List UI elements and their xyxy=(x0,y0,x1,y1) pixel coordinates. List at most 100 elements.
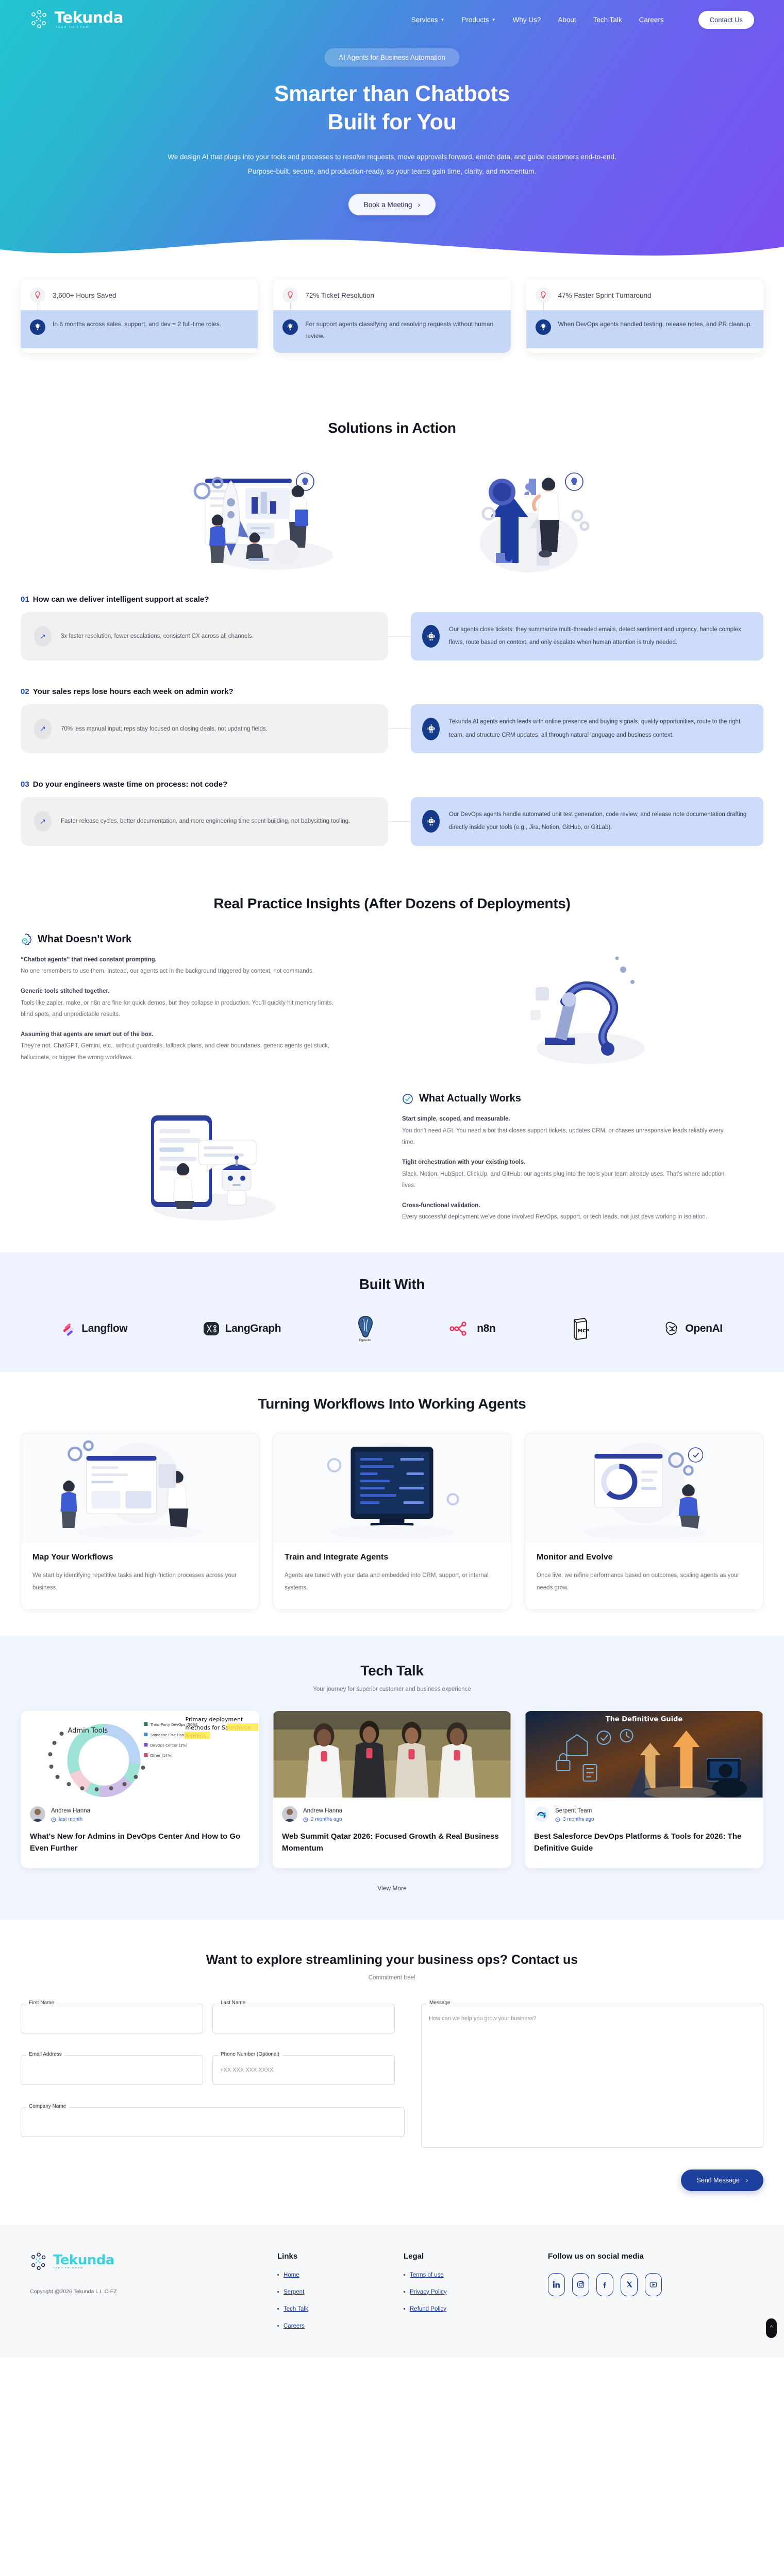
solutions-section: Solutions in Action xyxy=(0,353,784,846)
clock-icon xyxy=(303,1817,308,1822)
workflow-card-image xyxy=(273,1433,511,1543)
solution-outcome-text: Faster release cycles, better documentat… xyxy=(61,818,351,825)
email-input[interactable] xyxy=(21,2055,203,2086)
chevron-up-icon: ^ xyxy=(770,2325,773,2331)
tech-talk-card[interactable]: The Definitive Guide xyxy=(525,1711,763,1868)
send-row: Send Message › xyxy=(21,2148,763,2225)
phone-input[interactable]: +XX XXX XXX XXXX xyxy=(212,2055,395,2086)
stat-card-body: For support agents classifying and resol… xyxy=(273,310,511,353)
solution-outcome-card: ↗ 3x faster resolution, fewer escalation… xyxy=(21,612,388,661)
check-circle-icon xyxy=(402,1093,413,1105)
tech-talk-thumbnail: Admin Tools Third-Party DevOps (56%) Som… xyxy=(21,1711,259,1798)
facebook-icon[interactable] xyxy=(596,2273,613,2296)
instagram-icon[interactable] xyxy=(572,2273,589,2296)
view-more-button[interactable]: View More xyxy=(377,1884,407,1892)
list-item: Tech Talk xyxy=(277,2306,404,2312)
hero-sub-line2: Purpose-built, secure, and production-re… xyxy=(247,167,537,175)
x-icon[interactable] xyxy=(621,2273,638,2296)
nav-item-services[interactable]: Services ▼ xyxy=(411,16,445,24)
footer-social-icons xyxy=(548,2273,754,2296)
stat-description: When DevOps agents handled testing, rele… xyxy=(558,320,752,328)
built-with-section: Built With Langflow xyxy=(0,1252,784,1372)
footer-link-tech-talk[interactable]: Tech Talk xyxy=(283,2306,308,2312)
linkedin-icon[interactable] xyxy=(548,2273,565,2296)
workflow-card[interactable]: Monitor and Evolve Once live, we refine … xyxy=(525,1432,763,1611)
youtube-icon[interactable] xyxy=(645,2273,662,2296)
tech-talk-card[interactable]: Andrew Hanna 2 months ago Web Summit Qat… xyxy=(273,1711,511,1868)
connector-line xyxy=(388,612,411,661)
lightbulb-outline-icon xyxy=(535,287,551,303)
dotted-connector xyxy=(543,303,544,319)
tech-talk-cards: Admin Tools Third-Party DevOps (56%) Som… xyxy=(21,1711,763,1868)
connector-line xyxy=(388,797,411,846)
workflow-card[interactable]: Map Your Workflows We start by identifyi… xyxy=(21,1432,259,1611)
nav-item-careers[interactable]: Careers xyxy=(639,15,664,24)
hero-badge: AI Agents for Business Automation xyxy=(324,48,460,66)
tech-talk-thumbnail xyxy=(273,1711,511,1798)
what-doesnt-work-title: What Doesn't Work xyxy=(38,933,132,945)
pgvector-caption: Pgvector xyxy=(359,1338,372,1342)
tech-talk-author: Andrew Hanna xyxy=(303,1808,343,1815)
footer-brand-name: Tekunda xyxy=(53,2252,114,2268)
solution-question-text: Do your engineers waste time on process:… xyxy=(32,779,228,789)
logo-langgraph: LangGraph xyxy=(203,1321,281,1336)
connector-line xyxy=(388,704,411,753)
nav-item-tech-talk[interactable]: Tech Talk xyxy=(593,15,622,24)
footer-link-terms[interactable]: Terms of use xyxy=(410,2272,444,2278)
bullet-icon xyxy=(277,2274,279,2276)
first-name-input[interactable] xyxy=(21,2003,203,2033)
langgraph-icon xyxy=(203,1321,221,1336)
workflow-card[interactable]: Train and Integrate Agents Agents are tu… xyxy=(273,1432,511,1611)
tech-talk-card[interactable]: Admin Tools Third-Party DevOps (56%) Som… xyxy=(21,1711,259,1868)
brand-logo[interactable]: Tekunda TECH TO GROW xyxy=(30,9,124,30)
illustration-chat-phone xyxy=(151,1115,276,1221)
solution-outcome-text: 3x faster resolution, fewer escalations,… xyxy=(61,633,254,639)
nav-item-about[interactable]: About xyxy=(558,15,576,24)
contact-us-button[interactable]: Contact Us xyxy=(698,10,754,29)
insight-item: Start simple, scoped, and measurable. Yo… xyxy=(402,1114,727,1148)
stat-card: 3,600+ Hours Saved In 6 months across sa… xyxy=(21,279,258,353)
brand-name: Tekunda xyxy=(55,9,124,26)
stat-card-header: 47% Faster Sprint Turnaround xyxy=(526,279,763,310)
message-textarea[interactable]: How can we help you grow your business? xyxy=(421,2003,763,2148)
send-message-button[interactable]: Send Message › xyxy=(681,2169,763,2191)
svg-text:Third-Party DevOps (56%): Third-Party DevOps (56%) xyxy=(150,1723,198,1727)
illustration-train-agents xyxy=(327,1442,459,1539)
book-a-meeting-button[interactable]: Book a Meeting › xyxy=(348,194,436,216)
insight-title: Tight orchestration with your existing t… xyxy=(402,1159,526,1165)
workflow-card-title: Map Your Workflows xyxy=(32,1552,113,1562)
chevron-right-icon: › xyxy=(418,200,421,209)
solution-detail-text: Our agents close tickets: they summarize… xyxy=(449,626,741,646)
footer-link-refund[interactable]: Refund Policy xyxy=(410,2306,446,2312)
stat-card-header: 72% Ticket Resolution xyxy=(273,279,510,310)
footer-link-home[interactable]: Home xyxy=(283,2272,299,2278)
company-input[interactable] xyxy=(21,2107,405,2137)
list-item: Home xyxy=(277,2272,404,2278)
agent-robot-icon xyxy=(422,810,440,833)
nav-item-products[interactable]: Products ▼ xyxy=(461,16,495,24)
footer-link-careers[interactable]: Careers xyxy=(283,2323,305,2329)
hero-wave-decoration xyxy=(0,240,784,262)
footer-link-privacy[interactable]: Privacy Policy xyxy=(410,2289,447,2295)
bullet-icon xyxy=(277,2308,279,2310)
last-name-input[interactable] xyxy=(212,2003,395,2033)
insight-title: “Chatbot agents” that need constant prom… xyxy=(21,956,157,963)
dotted-connector xyxy=(290,303,291,319)
tech-talk-time-label: 3 months ago xyxy=(563,1817,594,1823)
insights-heading: Real Practice Insights (After Dozens of … xyxy=(213,895,571,911)
tech-talk-meta: Andrew Hanna last month xyxy=(21,1798,259,1822)
chevron-right-icon: › xyxy=(745,2176,748,2184)
solutions-illustrations xyxy=(0,460,784,573)
scroll-to-top-button[interactable]: ^ xyxy=(766,2318,777,2338)
built-with-heading: Built With xyxy=(359,1276,425,1292)
contact-form-right: Message How can we help you grow your bu… xyxy=(421,1999,763,2148)
footer-legal-heading: Legal xyxy=(404,2251,424,2261)
workflow-card-title: Train and Integrate Agents xyxy=(285,1552,389,1562)
footer-link-serpent[interactable]: Serpent xyxy=(283,2289,305,2295)
footer-logo[interactable]: Tekunda TECH TO GROW xyxy=(30,2252,277,2272)
trend-up-icon: ↗ xyxy=(34,718,52,739)
nav-item-why-us[interactable]: Why Us? xyxy=(512,15,541,24)
what-actually-works-list: Start simple, scoped, and measurable. Yo… xyxy=(402,1114,727,1223)
